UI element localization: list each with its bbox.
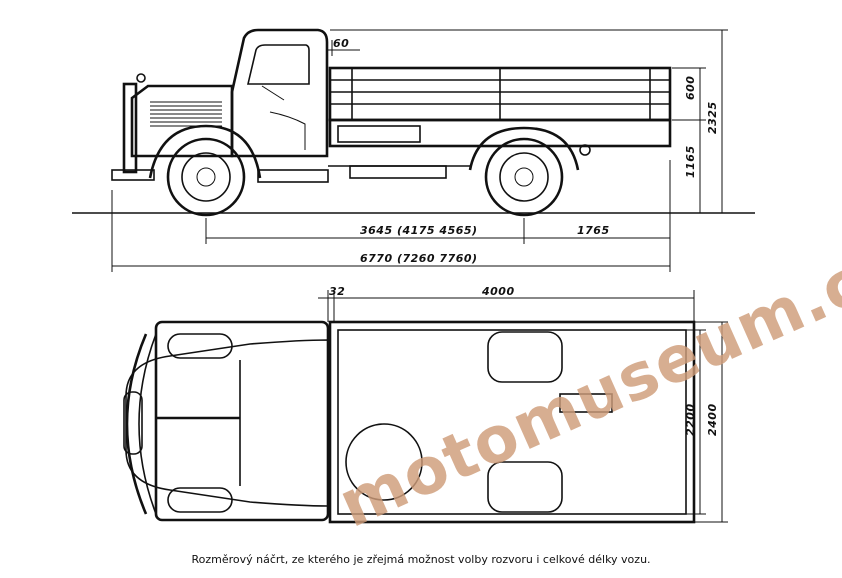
top-grille [123,391,143,455]
dim-total-length: 6770 (7260 7760) [360,252,478,265]
top-bumper-inner [138,333,157,515]
hood-louvres [150,101,222,127]
dim-side-height: 600 [684,76,697,100]
top-view: 32 4000 2200 2400 [123,285,728,524]
door-seam [269,111,306,150]
side-dimension-lines [111,29,728,272]
dim-total-height: 2325 [706,101,719,134]
figure-caption: Rozměrový náčrt, ze kterého je zřejmá mo… [191,553,651,566]
top-axle-housing [559,393,613,413]
headlamp [136,73,146,83]
toolbox [337,125,421,143]
dim-gap: 32 [329,285,345,298]
dim-platform-height: 1165 [684,145,697,178]
dim-cab-offset: 60 [333,37,349,50]
dim-platform-length: 4000 [481,285,515,298]
tail-lamp [579,144,591,156]
side-board-slats [330,68,670,120]
dim-wheelbase: 3645 (4175 4565) [360,224,478,237]
top-rear-wheel-right [487,461,563,513]
running-board [257,169,329,183]
rear-fender [468,126,580,171]
dim-inner-width: 2200 [684,403,697,436]
front-bumper [111,169,155,181]
top-spare-wheel [345,423,423,501]
watermark: motomuseum.cz [328,229,842,542]
top-cab-body [154,320,330,522]
top-front-fenders [167,333,233,513]
hood-outline [130,84,234,158]
fuel-tank [349,165,447,179]
front-fender [148,124,262,179]
dim-outer-width: 2400 [706,403,719,436]
door-handle [261,85,285,101]
top-cargo-platform [328,320,696,524]
dim-rear-overhang: 1765 [577,224,610,237]
top-rear-wheel-left [487,331,563,383]
top-hood [125,339,329,507]
top-dimension-lines [318,290,728,523]
top-front-bumper [125,333,148,515]
top-cargo-inner [337,329,687,515]
side-view: 60 600 1165 2325 3645 (4175 4565) 1765 6… [72,28,755,272]
rear-wheel [484,137,564,217]
front-wheel [166,137,246,217]
cab-window [246,44,310,85]
radiator-grille [122,82,138,174]
cab-outline [230,28,329,158]
